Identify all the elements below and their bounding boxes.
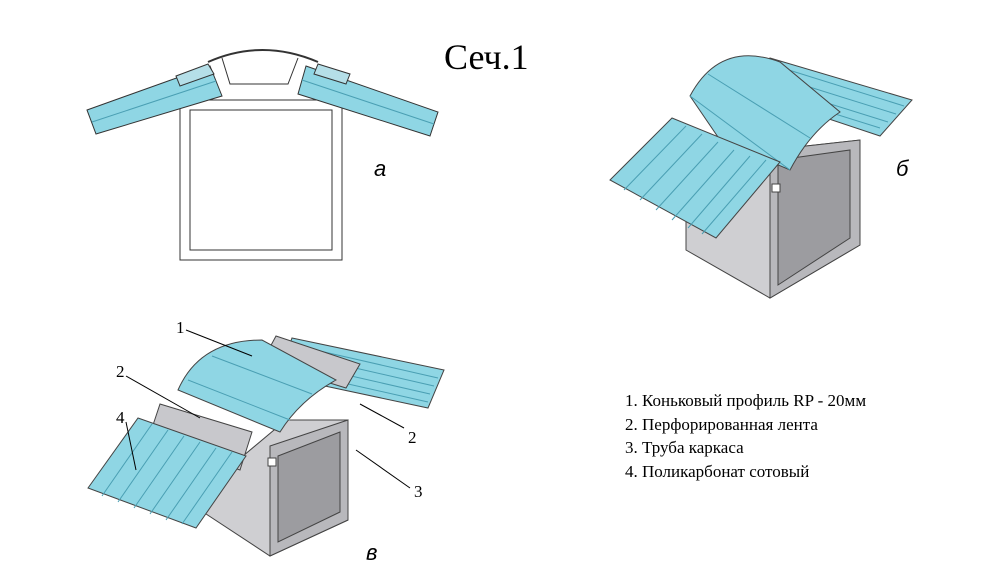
callout-2-left: 2: [116, 362, 125, 381]
frame-tube-inner: [189, 109, 333, 251]
tube-hole: [771, 183, 781, 193]
section-b-drawing: [609, 55, 913, 299]
callout-3: 3: [414, 482, 423, 501]
figure-label-b: б: [896, 156, 909, 181]
front-panel: [609, 117, 781, 239]
ridge-profile-v: [177, 339, 338, 433]
legend-item-3: 3. Труба каркаса: [625, 438, 744, 457]
front-panel-v: [87, 417, 247, 529]
right-panel: [297, 65, 439, 137]
legend-item-2: 2. Перфорированная лента: [625, 414, 818, 434]
callout-4: 4: [116, 408, 125, 427]
ridge-profile-arc: [207, 49, 319, 63]
callout-2-right: 2: [408, 428, 417, 447]
legend: 1. Коньковый профиль RP - 20мм 2. Перфор…: [625, 389, 866, 483]
section-a-drawing: [86, 49, 439, 261]
right-panel-line: [301, 79, 435, 125]
legend-item-1: 1. Коньковый профиль RP - 20мм: [625, 391, 867, 410]
left-panel-line: [91, 80, 217, 123]
left-panel-clip: [175, 63, 215, 87]
right-panel-clip: [313, 63, 351, 85]
legend-item-4: 4. Поликарбонат сотовый: [625, 461, 810, 481]
figure-label-a: а: [374, 156, 387, 181]
section-v-drawing: [87, 329, 445, 557]
ridge-profile-base: [221, 57, 299, 85]
callout-1: 1: [176, 318, 185, 337]
figure-label-v: в: [366, 540, 378, 565]
callout-leaders: [125, 329, 411, 489]
page-title: Сеч.1: [444, 37, 529, 77]
